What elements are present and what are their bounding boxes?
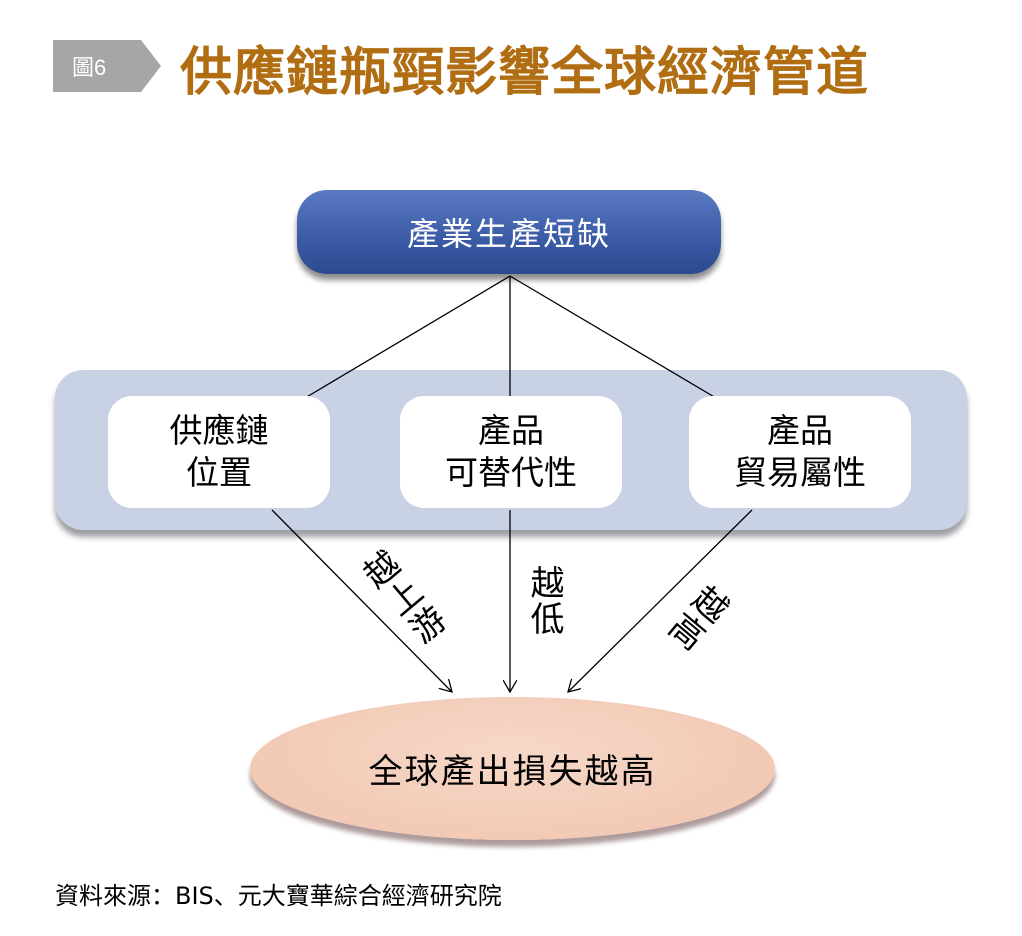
source-note: 資料來源：BIS、元大寶華綜合經濟研究院 — [55, 882, 502, 910]
factor-supply-chain-position: 供應鏈 位置 — [108, 396, 330, 508]
factor-trade-attribute: 產品 貿易屬性 — [689, 396, 911, 508]
factor-substitutability: 產品 可替代性 — [400, 396, 622, 508]
top-node: 產業生產短缺 — [297, 190, 721, 274]
line-to-position — [304, 275, 511, 399]
figure-tag-shape — [53, 40, 161, 92]
arrow-trade — [568, 509, 753, 692]
line-to-trade — [509, 275, 717, 399]
figure-tag: 圖6 — [72, 55, 107, 80]
page-title: 供應鏈瓶頸影響全球經濟管道 — [180, 42, 870, 103]
arrow-position — [271, 509, 452, 692]
result-node: 全球產出損失越高 — [250, 697, 775, 840]
arrow-label-lower: 越低 — [524, 565, 564, 637]
